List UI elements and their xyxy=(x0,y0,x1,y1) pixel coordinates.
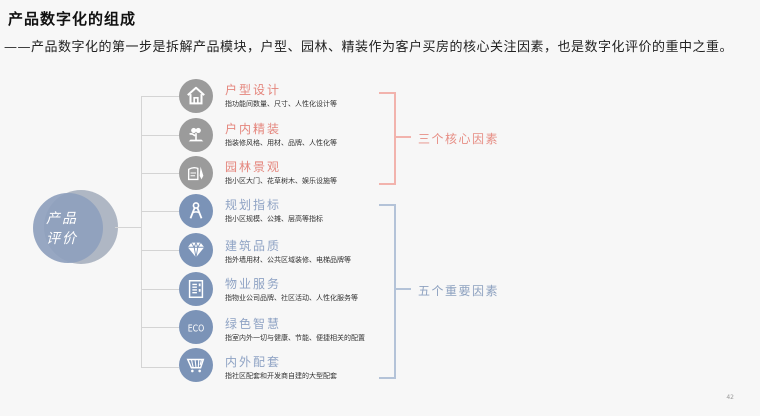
core-factors-bracket-tick xyxy=(396,136,411,138)
page-number: 42 xyxy=(726,394,734,401)
house-icon xyxy=(179,79,213,113)
center-node-label: 产品 评价 xyxy=(46,209,96,249)
compass-icon xyxy=(179,194,213,228)
item-desc-landscape: 指小区大门、花草树木、娱乐设施等 xyxy=(225,177,337,185)
branch-line xyxy=(141,211,179,212)
item-title-property-service: 物业服务 xyxy=(225,277,282,291)
svg-text:ECO: ECO xyxy=(188,324,205,335)
item-title-landscape: 园林景观 xyxy=(225,160,282,174)
page-title: 产品数字化的组成 xyxy=(8,10,137,28)
item-title-planning: 规划指标 xyxy=(225,198,282,212)
cart-icon xyxy=(179,348,213,382)
item-desc-property-service: 指物业公司品牌、社区活动、人性化服务等 xyxy=(225,294,358,302)
item-desc-building-quality: 指外墙用材、公共区域装修、电梯品牌等 xyxy=(225,256,351,264)
item-title-building-quality: 建筑品质 xyxy=(225,239,282,253)
item-title-amenities: 内外配套 xyxy=(225,355,282,369)
item-title-interior: 户内精装 xyxy=(225,122,282,136)
important-factors-bracket xyxy=(379,204,396,379)
item-desc-amenities: 指社区配套和开发商自建的大型配套 xyxy=(225,372,337,380)
branch-line xyxy=(141,96,179,97)
item-desc-planning: 指小区规模、公摊、层高等指标 xyxy=(225,215,323,223)
branch-line xyxy=(141,135,179,136)
item-desc-green-smart: 指室内外一切与健康、节能、便捷相关的配置 xyxy=(225,334,365,342)
sprout-icon xyxy=(179,118,213,152)
center-connector xyxy=(115,227,142,228)
branch-line xyxy=(141,173,179,174)
branch-line xyxy=(141,367,179,368)
item-title-layout: 户型设计 xyxy=(225,83,282,97)
eco-icon: ECO xyxy=(179,310,213,344)
center-node-circle xyxy=(33,193,103,263)
core-factors-bracket xyxy=(379,92,396,185)
core-factors-label: 三个核心因素 xyxy=(418,132,500,146)
page-subtitle: ——产品数字化的第一步是拆解产品模块，户型、园林、精装作为客户买房的核心关注因素… xyxy=(4,40,734,55)
branch-line xyxy=(141,250,179,251)
important-factors-label: 五个重要因素 xyxy=(418,284,500,298)
branch-line xyxy=(141,327,179,328)
trunk-line xyxy=(141,96,142,368)
building-icon xyxy=(179,272,213,306)
landscape-sketch-icon xyxy=(179,156,213,190)
center-node-label-line1: 产品 xyxy=(46,211,78,227)
important-factors-bracket-tick xyxy=(396,288,411,290)
branch-line xyxy=(141,289,179,290)
item-desc-layout: 指功能间数量、尺寸、人性化设计等 xyxy=(225,100,337,108)
item-title-green-smart: 绿色智慧 xyxy=(225,317,282,331)
item-desc-interior: 指装修风格、用材、品牌、人性化等 xyxy=(225,139,337,147)
center-node-label-line2: 评价 xyxy=(46,231,78,247)
diamond-icon xyxy=(179,233,213,267)
